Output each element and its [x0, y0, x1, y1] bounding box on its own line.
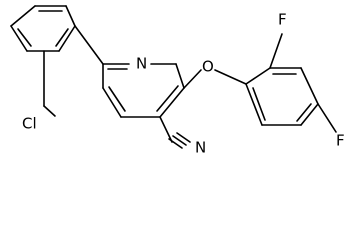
- molecule-structure: N O Cl F F N: [10, 5, 345, 157]
- bond: [159, 116, 173, 143]
- bond: [317, 103, 337, 133]
- fluorine-label-right: F: [336, 132, 345, 150]
- bond: [17, 28, 32, 47]
- bond: [175, 63, 185, 89]
- bond: [159, 87, 185, 118]
- bond: [172, 135, 187, 146]
- chlorophenyl-ring: [10, 5, 76, 52]
- bond: [108, 86, 126, 112]
- bond: [176, 132, 191, 143]
- bond: [55, 28, 69, 47]
- bond: [245, 67, 271, 85]
- bond: [269, 33, 283, 69]
- bond: [252, 87, 266, 121]
- bond: [183, 69, 202, 89]
- bond: [156, 85, 179, 112]
- molecule-canvas: N O Cl F F N: [10, 5, 345, 157]
- bond: [300, 67, 319, 105]
- difluorophenyl-ring: [245, 67, 319, 126]
- ether-oxygen-label: O: [202, 58, 214, 76]
- chlorine-label: Cl: [22, 115, 37, 133]
- bond: [300, 103, 319, 126]
- pyridine-nitrogen-label: N: [136, 55, 147, 73]
- bond: [214, 69, 247, 85]
- bond: [296, 103, 312, 122]
- bond: [74, 25, 104, 65]
- bond: [168, 138, 183, 149]
- nitrile-nitrogen-label: N: [195, 139, 206, 157]
- bond: [102, 87, 122, 118]
- bond: [10, 5, 36, 27]
- bond: [245, 83, 263, 126]
- fluorine-label-top: F: [278, 11, 287, 29]
- bond: [10, 25, 28, 52]
- bond: [43, 105, 56, 117]
- bond: [58, 25, 76, 52]
- pyridine-ring: [102, 63, 185, 118]
- bond: [65, 5, 76, 27]
